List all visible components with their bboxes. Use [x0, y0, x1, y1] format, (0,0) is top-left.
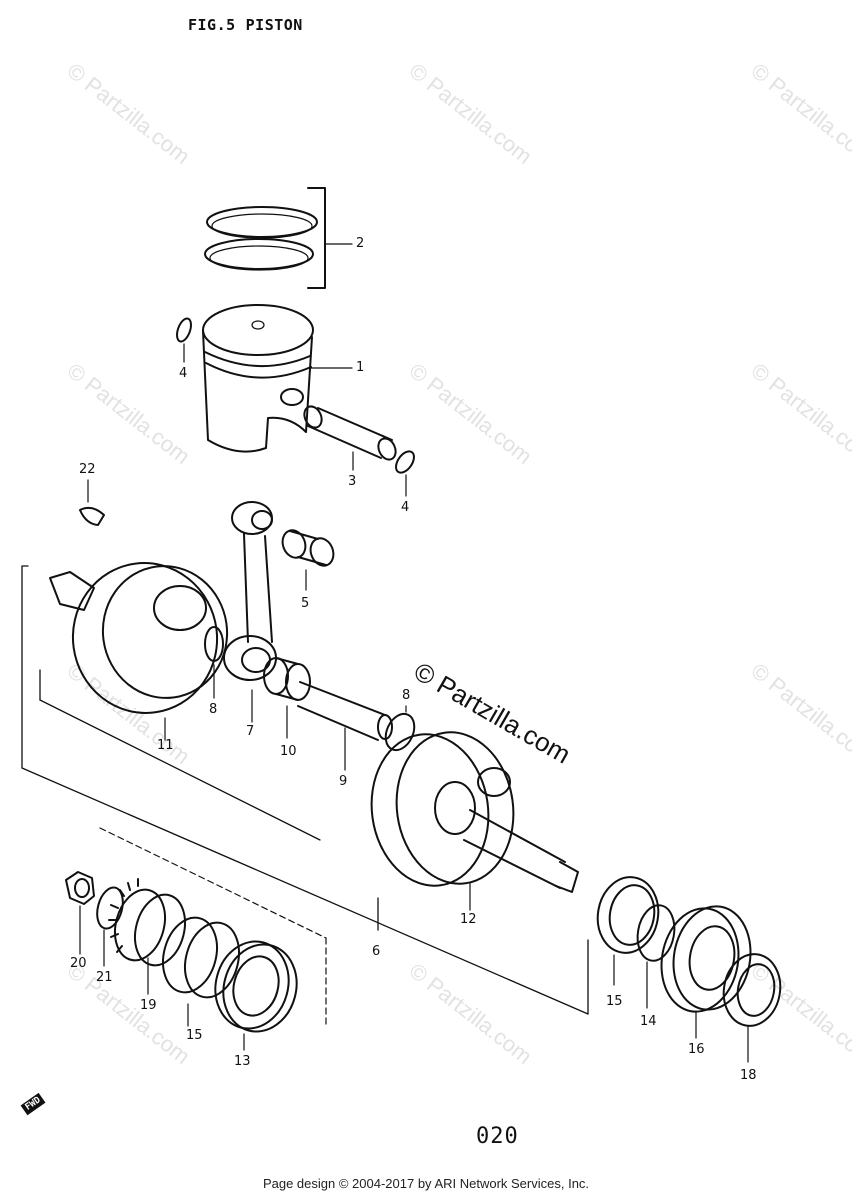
callout-20: 20 [70, 956, 87, 971]
figure-name: PISTON [245, 16, 303, 34]
callout-17: 15 [186, 1028, 203, 1043]
callout-19: 19 [140, 998, 157, 1013]
callout-4: 4 [401, 500, 410, 515]
crank-wheel-left [49, 562, 229, 741]
callout-13: 13 [234, 1054, 251, 1069]
piston-pin [303, 405, 397, 471]
crank-pin [297, 681, 393, 771]
callout-4: 4 [179, 366, 188, 381]
callout-8: 8 [402, 688, 411, 703]
key [79, 506, 105, 526]
callout-6: 6 [372, 944, 381, 959]
callout-14: 14 [640, 1014, 657, 1029]
callout-3: 3 [348, 474, 357, 489]
callout-9: 9 [339, 774, 348, 789]
oil-seal [596, 876, 660, 986]
connecting-rod [223, 501, 277, 723]
big-end-bearing [263, 657, 311, 739]
main-bearing-left [214, 940, 298, 1051]
callout-18: 18 [740, 1068, 757, 1083]
crankshaft-assembly-outline [21, 565, 589, 1015]
piston [202, 304, 353, 453]
main-bearing-right [660, 905, 752, 1039]
piston-rings [204, 187, 353, 289]
figure-label: FIG.5 [188, 16, 236, 34]
callout-15: 15 [606, 994, 623, 1009]
callout-21: 21 [96, 970, 113, 985]
page-footer: Page design © 2004-2017 by ARI Network S… [262, 1176, 590, 1191]
primary-drive-gear [108, 878, 186, 995]
bearing-outer [722, 953, 782, 1063]
callout-16: 16 [688, 1042, 705, 1057]
callout-2: 2 [356, 236, 365, 251]
callout-8: 8 [209, 702, 218, 717]
callout-12: 12 [460, 912, 477, 927]
callout-11: 11 [157, 738, 174, 753]
crank-wheel-right [370, 731, 579, 911]
circlip [176, 317, 192, 343]
spacer [162, 916, 240, 1027]
left-subassembly-box [99, 827, 327, 1025]
callout-10: 10 [280, 744, 297, 759]
callout-5: 5 [301, 596, 310, 611]
thrust-washer [204, 626, 224, 662]
callout-7: 7 [246, 724, 255, 739]
callout-22: 22 [79, 462, 96, 477]
page-number: 020 [476, 1124, 519, 1149]
figure-title: FIG.5 PISTON [188, 16, 313, 34]
lock-washer [96, 886, 124, 930]
shim [636, 904, 676, 962]
small-end-bearing [281, 529, 335, 591]
callout-1: 1 [356, 360, 365, 375]
nut [65, 871, 95, 955]
circlip [395, 450, 415, 474]
